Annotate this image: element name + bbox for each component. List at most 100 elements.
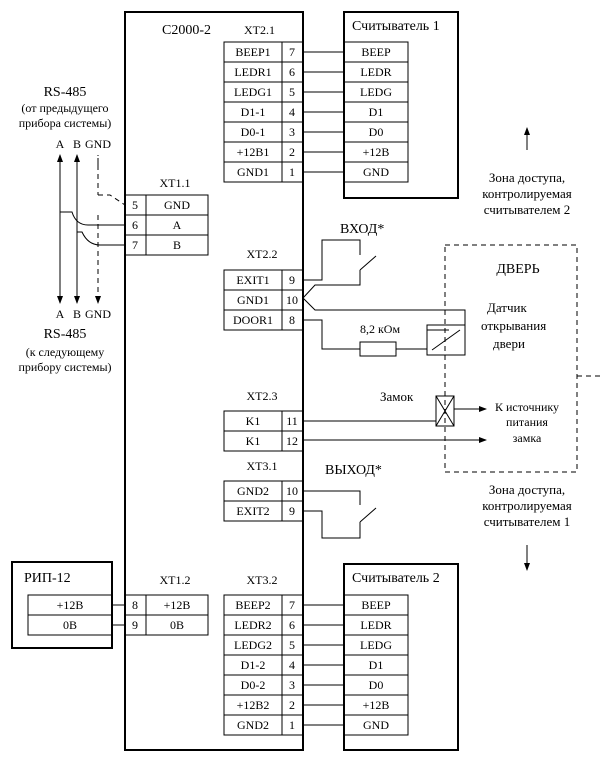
xt23-title: XT2.3 (247, 389, 278, 403)
zone1-line1: Зона доступа, (489, 482, 565, 497)
reader1-pin: GND (363, 165, 389, 179)
reader2-pin: +12B (363, 698, 390, 712)
xt12-pin: 9 (132, 618, 138, 632)
xt32-pin: 6 (289, 618, 295, 632)
xt21-label: LEDG1 (234, 85, 272, 99)
xt21-pin: 7 (289, 45, 295, 59)
xt32-pin: 2 (289, 698, 295, 712)
xt21-label: LEDR1 (234, 65, 271, 79)
power-line3: замка (513, 431, 542, 445)
xt22-label: DOOR1 (233, 313, 273, 327)
xt22-pin: 9 (289, 273, 295, 287)
xt21-label: GND1 (237, 165, 269, 179)
entry-label: ВХОД* (340, 222, 384, 237)
resistor (359, 341, 397, 357)
device-name: С2000-2 (162, 23, 211, 38)
terminal-xt32: XT3.2 BEEP2 7 LEDR2 6 LEDG2 5 D1-2 4 D0-… (223, 573, 304, 736)
sensor-line1: Датчик (487, 300, 527, 315)
xt31-pin: 10 (286, 484, 298, 498)
reader1-pin: D1 (369, 105, 384, 119)
xt23-label: K1 (246, 414, 261, 428)
rs485-top-gnd: GND (85, 137, 111, 151)
reader2-pin: BEEP (361, 598, 391, 612)
rs485-top-b: B (73, 137, 81, 151)
xt21-label: D1-1 (241, 105, 266, 119)
xt31-label: GND2 (237, 484, 269, 498)
power-supply-block: РИП-12 +12В 0В (11, 561, 113, 649)
reader1-pin: LEDR (360, 65, 391, 79)
power-line1: К источнику (495, 400, 559, 414)
zone2-line2: контролируемая (482, 186, 572, 201)
reader2-pin: LEDR (360, 618, 391, 632)
xt12-label: +12В (164, 598, 191, 612)
xt22-pin: 10 (286, 293, 298, 307)
power-line2: питания (506, 415, 548, 429)
xt32-label: BEEP2 (235, 598, 270, 612)
rs485-top-title: RS-485 (44, 85, 87, 100)
reader2-title: Считыватель 2 (352, 571, 440, 586)
xt32-label: LEDR2 (234, 618, 271, 632)
xt11-pin: 6 (132, 218, 138, 232)
terminal-xt22: XT2.2 EXIT1 9 GND1 10 DOOR1 8 (223, 247, 304, 331)
rip-row: 0В (63, 618, 77, 632)
lock-icon (435, 395, 455, 427)
door-sensor-icon (426, 324, 466, 356)
rip-row: +12В (57, 598, 84, 612)
xt22-label: GND1 (237, 293, 269, 307)
reader2-pin: D0 (369, 678, 384, 692)
door-sensor-wiring: 8,2 кОм (302, 297, 466, 357)
xt11-pin: 7 (132, 238, 138, 252)
xt31-label: EXIT2 (236, 504, 269, 518)
xt21-pin: 5 (289, 85, 295, 99)
xt32-label: LEDG2 (234, 638, 272, 652)
xt32-pin: 5 (289, 638, 295, 652)
terminal-xt23: XT2.3 K1 11 K1 12 (223, 389, 304, 452)
lock-wiring (303, 395, 487, 443)
sensor-line3: двери (493, 336, 525, 351)
xt11-label: B (173, 238, 181, 252)
xt32-label: GND2 (237, 718, 269, 732)
reader1-pin: +12B (363, 145, 390, 159)
xt21-pin: 6 (289, 65, 295, 79)
xt32-pin: 3 (289, 678, 295, 692)
xt11-label: GND (164, 198, 190, 212)
terminal-xt12: XT1.2 8 +12В 9 0В (124, 573, 209, 636)
reader2-pin: D1 (369, 658, 384, 672)
reader1-pin: BEEP (361, 45, 391, 59)
xt32-label: D1-2 (241, 658, 266, 672)
rs485-bottom-gnd: GND (85, 307, 111, 321)
zone2-line1: Зона доступа, (489, 170, 565, 185)
zone1-line3: считывателем 1 (484, 514, 571, 529)
rip-title: РИП-12 (24, 571, 71, 586)
reader2-pin: GND (363, 718, 389, 732)
rs485-bottom-b: B (73, 307, 81, 321)
door-zone (444, 244, 578, 473)
xt11-label: A (173, 218, 182, 232)
xt32-label: +12B2 (237, 698, 270, 712)
xt21-label: +12B1 (237, 145, 270, 159)
terminal-xt11: XT1.1 5 GND 6 A 7 B (124, 176, 209, 256)
xt23-label: K1 (246, 434, 261, 448)
reader2-pin: LEDG (360, 638, 392, 652)
xt21-pin: 4 (289, 105, 295, 119)
xt32-pin: 4 (289, 658, 295, 672)
xt12-pin: 8 (132, 598, 138, 612)
xt21-title: XT2.1 (244, 23, 275, 37)
sensor-line2: открывания (481, 318, 546, 333)
rs485-top-line2: прибора системы) (19, 116, 112, 130)
reader2-wires (303, 604, 344, 726)
xt12-title: XT1.2 (160, 573, 191, 587)
rs485-bottom-a: A (56, 307, 65, 321)
door-label: ДВЕРЬ (496, 262, 539, 277)
xt12-label: 0В (170, 618, 184, 632)
xt22-pin: 8 (289, 313, 295, 327)
reader1-wires (303, 51, 344, 173)
xt31-title: XT3.1 (247, 459, 278, 473)
xt21-pin: 3 (289, 125, 295, 139)
xt32-title: XT3.2 (247, 573, 278, 587)
rs485-bottom-line1: (к следующему (26, 345, 105, 359)
xt11-title: XT1.1 (160, 176, 191, 190)
xt21-label: D0-1 (241, 125, 266, 139)
xt21-label: BEEP1 (235, 45, 270, 59)
